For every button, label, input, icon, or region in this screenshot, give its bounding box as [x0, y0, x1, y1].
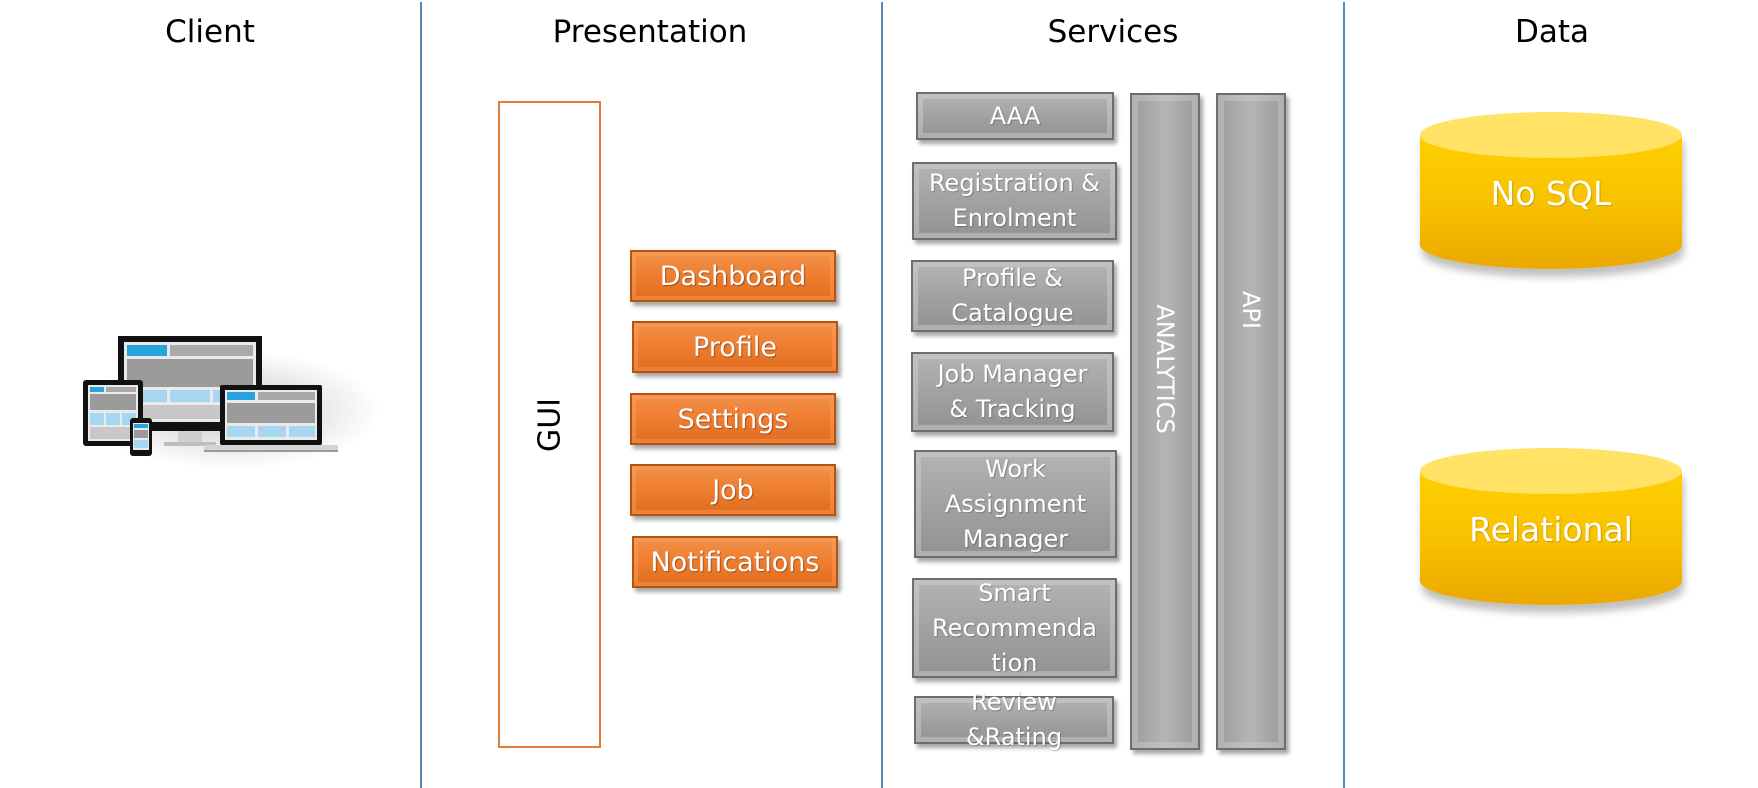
tablet-icon [83, 380, 143, 446]
multi-device-icon [82, 330, 382, 480]
relational-database[interactable]: Relational [1420, 448, 1682, 628]
service-aaa-label: AAA [989, 101, 1041, 130]
service-profile-catalogue[interactable]: Profile & Catalogue [911, 260, 1114, 332]
gui-label: GUI [532, 397, 567, 452]
service-work-assignment-label: Work Assignment Manager [944, 454, 1087, 553]
profile-button[interactable]: Profile [632, 321, 838, 373]
laptop-icon [204, 385, 338, 452]
service-smart-recommendation[interactable]: Smart Recommenda tion [912, 578, 1117, 678]
service-job-manager-label: Job Manager & Tracking [937, 360, 1088, 423]
nosql-cylinder-top [1420, 112, 1682, 158]
analytics-label: ANALYTICS [1151, 304, 1179, 434]
analytics-bar[interactable]: ANALYTICS [1130, 93, 1200, 750]
header-presentation: Presentation [552, 14, 748, 50]
service-review-rating[interactable]: Review &Rating [914, 688, 1114, 751]
service-aaa[interactable]: AAA [916, 92, 1114, 140]
relational-label: Relational [1469, 510, 1633, 549]
service-work-assignment-manager[interactable]: Work Assignment Manager [914, 450, 1117, 558]
service-profile-label: Profile & Catalogue [951, 264, 1074, 327]
service-registration-enrolment[interactable]: Registration & Enrolment [912, 162, 1117, 240]
divider-services-data [1343, 2, 1345, 788]
notifications-button[interactable]: Notifications [632, 536, 838, 588]
header-client: Client [165, 14, 255, 50]
divider-presentation-services [881, 2, 883, 788]
settings-button[interactable]: Settings [630, 393, 836, 445]
service-review-rating-label: Review &Rating [965, 688, 1063, 751]
gui-container: GUI [498, 101, 601, 748]
phone-icon [130, 418, 152, 456]
nosql-database[interactable]: No SQL [1420, 112, 1682, 292]
header-services: Services [1047, 14, 1179, 50]
service-job-manager-tracking[interactable]: Job Manager & Tracking [911, 352, 1114, 432]
service-registration-label: Registration & Enrolment [928, 169, 1101, 232]
job-button[interactable]: Job [630, 464, 836, 516]
dashboard-button[interactable]: Dashboard [630, 250, 836, 302]
nosql-label: No SQL [1490, 174, 1612, 213]
api-bar[interactable]: API [1216, 93, 1286, 750]
header-data: Data [1514, 14, 1590, 50]
relational-cylinder-top [1420, 448, 1682, 494]
api-label: API [1237, 291, 1265, 330]
divider-client-presentation [420, 2, 422, 788]
service-smart-recommendation-label: Smart Recommenda tion [932, 578, 1097, 677]
